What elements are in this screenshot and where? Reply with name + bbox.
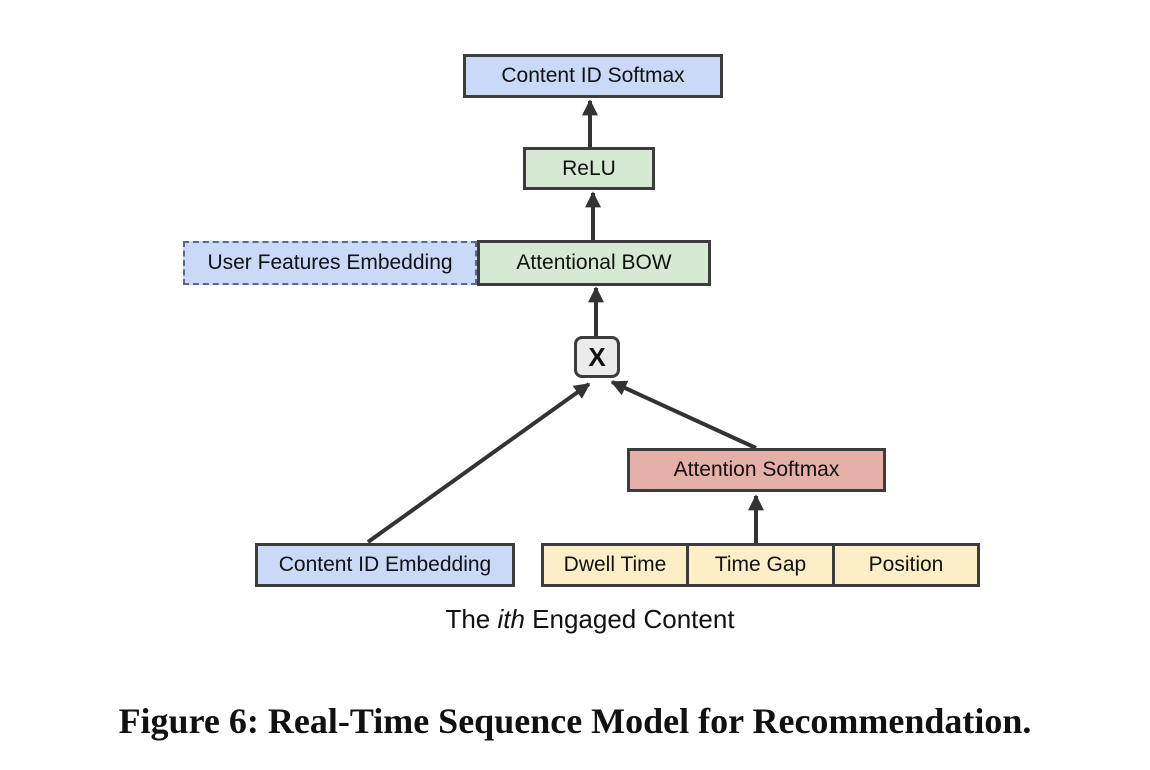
content-id-softmax-node: Content ID Softmax	[463, 54, 723, 98]
content-id-embedding-node: Content ID Embedding	[255, 543, 515, 587]
time-gap-label: Time Gap	[714, 553, 807, 576]
position-node: Position	[832, 543, 980, 587]
group-label: The ith Engaged Content	[300, 604, 880, 635]
figure-caption: Figure 6: Real-Time Sequence Model for R…	[118, 701, 1032, 741]
attentional-bow-label: Attentional BOW	[516, 251, 672, 274]
multiply-node: X	[574, 336, 620, 378]
content-id-embedding-label: Content ID Embedding	[278, 553, 492, 576]
dwell-time-label: Dwell Time	[563, 553, 667, 576]
arrow-attention-to-multiply	[610, 380, 757, 450]
content-id-softmax-label: Content ID Softmax	[501, 64, 685, 87]
attentional-bow-node: Attentional BOW	[477, 240, 711, 286]
attention-softmax-label: Attention Softmax	[673, 458, 840, 481]
dwell-time-node: Dwell Time	[541, 543, 689, 587]
relu-label: ReLU	[562, 156, 616, 180]
group-label-prefix: The	[445, 604, 498, 634]
attention-softmax-node: Attention Softmax	[627, 448, 886, 492]
group-label-italic: ith	[497, 604, 525, 634]
relu-node: ReLU	[523, 147, 655, 190]
group-label-suffix: Engaged Content	[524, 604, 735, 634]
time-gap-node: Time Gap	[686, 543, 835, 587]
arrow-embedding-to-multiply	[366, 382, 591, 544]
user-features-embedding-label: User Features Embedding	[207, 251, 453, 274]
multiply-label: X	[588, 341, 606, 372]
position-label: Position	[868, 553, 944, 576]
user-features-embedding-node: User Features Embedding	[183, 241, 477, 285]
